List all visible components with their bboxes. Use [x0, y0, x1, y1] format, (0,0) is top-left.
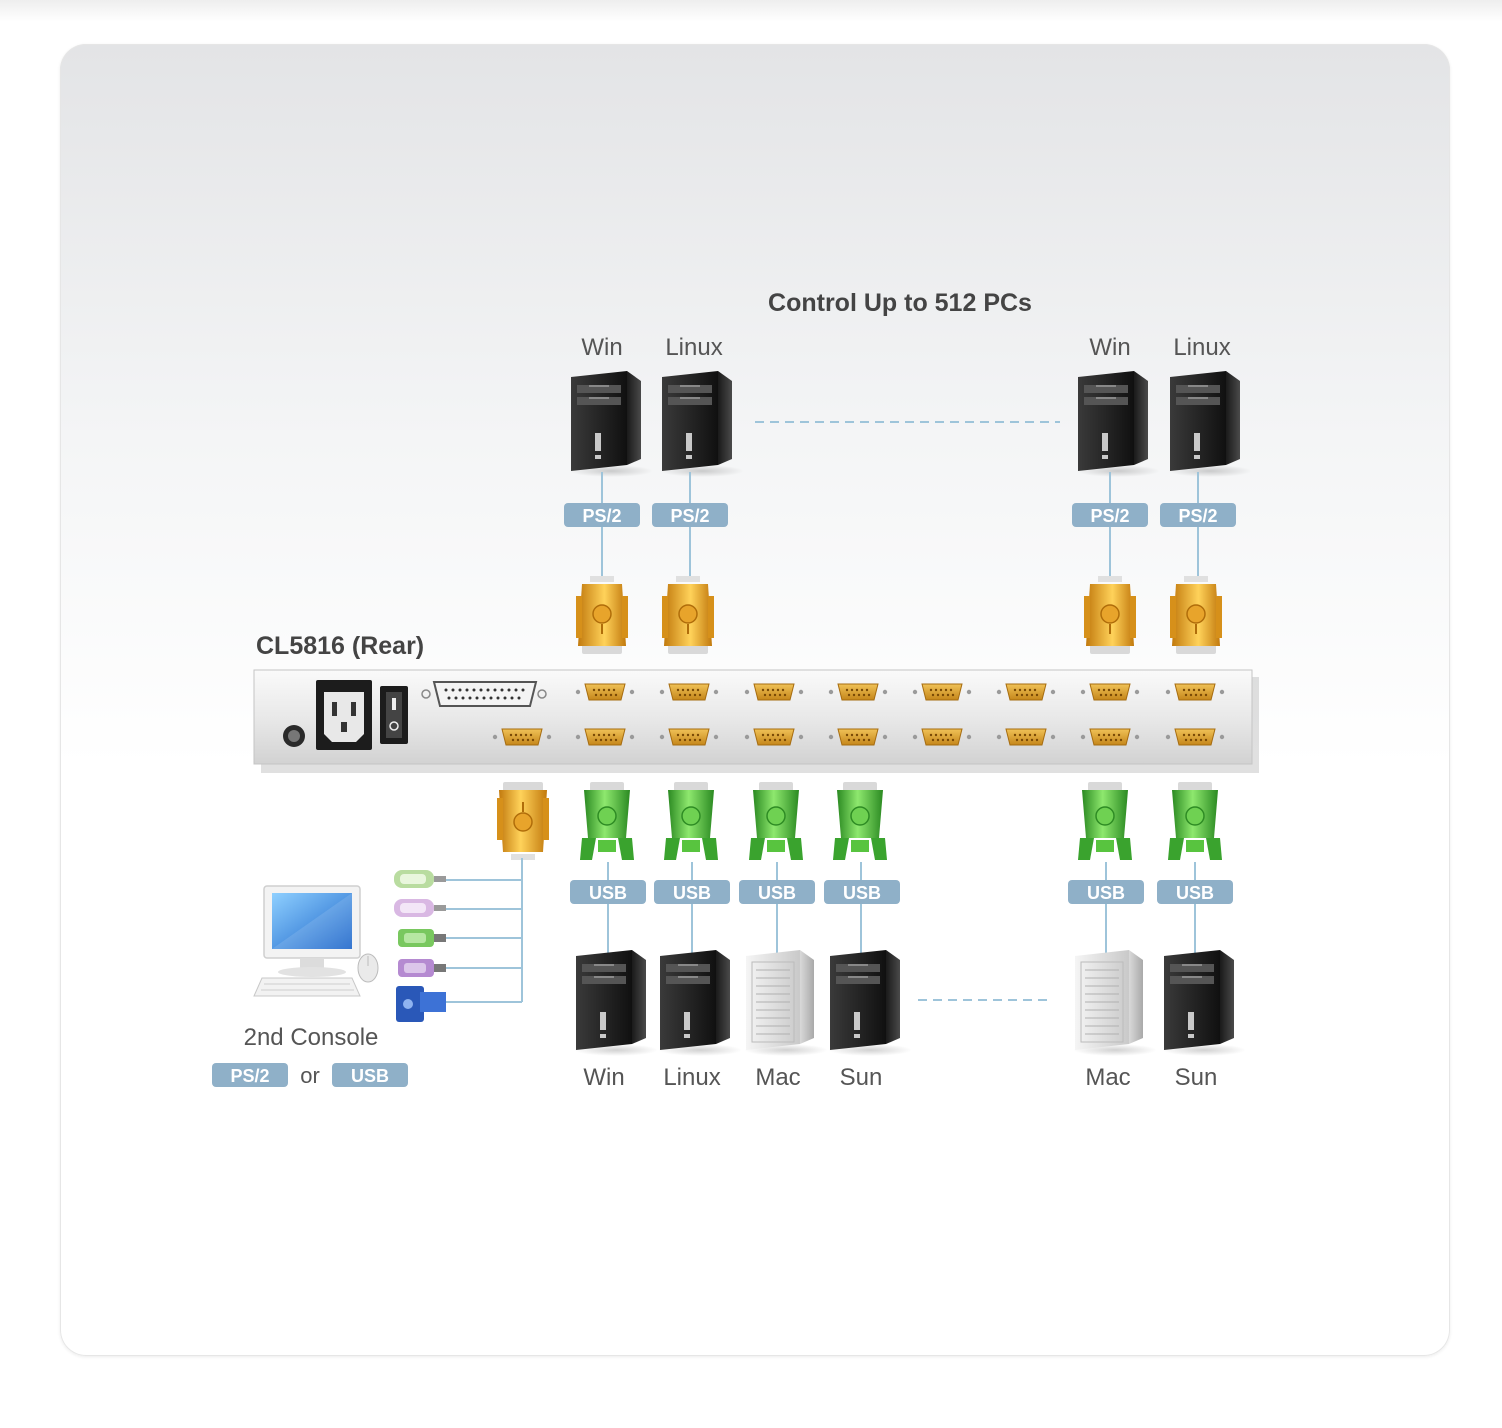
chain-port-icon	[421, 681, 547, 707]
ps2-connector-icon	[496, 781, 550, 861]
pc-tower-icon	[1168, 371, 1252, 477]
usb-connector-icon	[832, 781, 888, 861]
bottom-os-label: Sun	[1175, 1064, 1218, 1091]
ps2-mouse-plug-icon	[398, 959, 446, 977]
top-computer-group: Win Linux Win Linux PS/2 PS/2 PS/2	[564, 334, 1252, 655]
mac-pro-icon	[1072, 949, 1158, 1057]
second-console-label: 2nd Console	[244, 1024, 379, 1051]
svg-text:PS/2: PS/2	[582, 506, 621, 526]
pc-tower-icon	[828, 950, 912, 1056]
usb-badge: USB	[739, 880, 815, 904]
usb-connector-icon	[1077, 781, 1133, 861]
top-os-label: Win	[581, 334, 622, 361]
ps2-badge: PS/2	[652, 503, 728, 527]
ps2-badge: PS/2	[212, 1063, 288, 1087]
pc-tower-icon	[569, 371, 653, 477]
power-socket-icon	[316, 680, 372, 750]
ps2-connector-icon	[575, 575, 629, 655]
svg-text:PS/2: PS/2	[1178, 506, 1217, 526]
pc-tower-icon	[660, 371, 744, 477]
bottom-os-label: Mac	[755, 1064, 800, 1091]
or-text: or	[300, 1063, 320, 1088]
ps2-badge: PS/2	[1160, 503, 1236, 527]
rear-panel	[253, 669, 1259, 773]
vga-plug-icon	[396, 986, 446, 1022]
top-os-label: Linux	[1173, 334, 1230, 361]
svg-text:PS/2: PS/2	[230, 1066, 269, 1086]
usb-connector-icon	[748, 781, 804, 861]
pc-tower-icon	[574, 950, 658, 1056]
svg-text:PS/2: PS/2	[670, 506, 709, 526]
ps2-connector-icon	[1083, 575, 1137, 655]
svg-text:USB: USB	[843, 883, 881, 903]
ps2-badge: PS/2	[564, 503, 640, 527]
usb-badge: USB	[1068, 880, 1144, 904]
usb-badge: USB	[824, 880, 900, 904]
ps2-badge: PS/2	[1072, 503, 1148, 527]
svg-text:USB: USB	[351, 1066, 389, 1086]
audio-plug-icon	[394, 899, 446, 917]
ps2-keyboard-plug-icon	[398, 929, 446, 947]
svg-text:PS/2: PS/2	[1090, 506, 1129, 526]
svg-text:USB: USB	[589, 883, 627, 903]
second-console: 2nd Console PS/2 or USB	[212, 858, 523, 1088]
power-switch-icon	[380, 686, 408, 744]
desktop-monitor-icon	[263, 885, 361, 977]
bottom-os-label: Sun	[840, 1064, 883, 1091]
device-label: CL5816 (Rear)	[256, 632, 424, 660]
bottom-os-label: Linux	[663, 1064, 720, 1091]
keyboard-icon	[253, 977, 361, 997]
pc-tower-icon	[1162, 950, 1246, 1056]
svg-text:USB: USB	[1087, 883, 1125, 903]
ground-screw-icon	[283, 725, 305, 747]
audio-plug-icon	[394, 870, 446, 888]
mouse-icon	[357, 953, 379, 983]
usb-badge: USB	[1157, 880, 1233, 904]
port-row-bottom	[492, 728, 1225, 746]
top-os-label: Win	[1089, 334, 1130, 361]
usb-connector-icon	[579, 781, 635, 861]
svg-text:USB: USB	[673, 883, 711, 903]
mac-pro-icon	[743, 949, 829, 1057]
usb-connector-icon	[663, 781, 719, 861]
pc-tower-icon	[1076, 371, 1160, 477]
ps2-connector-icon	[1169, 575, 1223, 655]
usb-connector-icon	[1167, 781, 1223, 861]
usb-badge: USB	[332, 1063, 408, 1087]
top-os-label: Linux	[665, 334, 722, 361]
bottom-os-label: Mac	[1085, 1064, 1130, 1091]
svg-text:USB: USB	[758, 883, 796, 903]
usb-badge: USB	[570, 880, 646, 904]
svg-text:USB: USB	[1176, 883, 1214, 903]
bottom-os-label: Win	[583, 1064, 624, 1091]
usb-badge: USB	[654, 880, 730, 904]
ps2-connector-icon	[661, 575, 715, 655]
pc-tower-icon	[658, 950, 742, 1056]
diagram-title: Control Up to 512 PCs	[768, 289, 1032, 317]
